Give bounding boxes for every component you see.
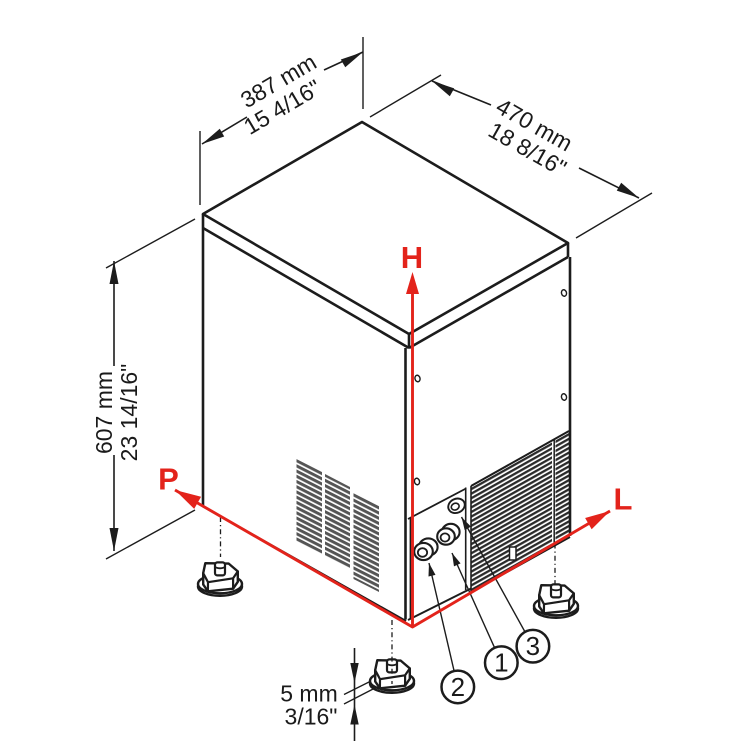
svg-text:5 mm: 5 mm bbox=[280, 681, 338, 707]
svg-text:23 14/16": 23 14/16" bbox=[116, 364, 142, 462]
svg-text:H: H bbox=[401, 240, 423, 275]
svg-text:1: 1 bbox=[494, 648, 508, 678]
svg-text:2: 2 bbox=[451, 672, 465, 702]
svg-text:L: L bbox=[614, 482, 633, 517]
svg-text:3/16": 3/16" bbox=[285, 704, 338, 730]
svg-text:3: 3 bbox=[526, 631, 540, 661]
svg-text:607 mm: 607 mm bbox=[91, 371, 117, 454]
svg-text:P: P bbox=[158, 462, 179, 497]
